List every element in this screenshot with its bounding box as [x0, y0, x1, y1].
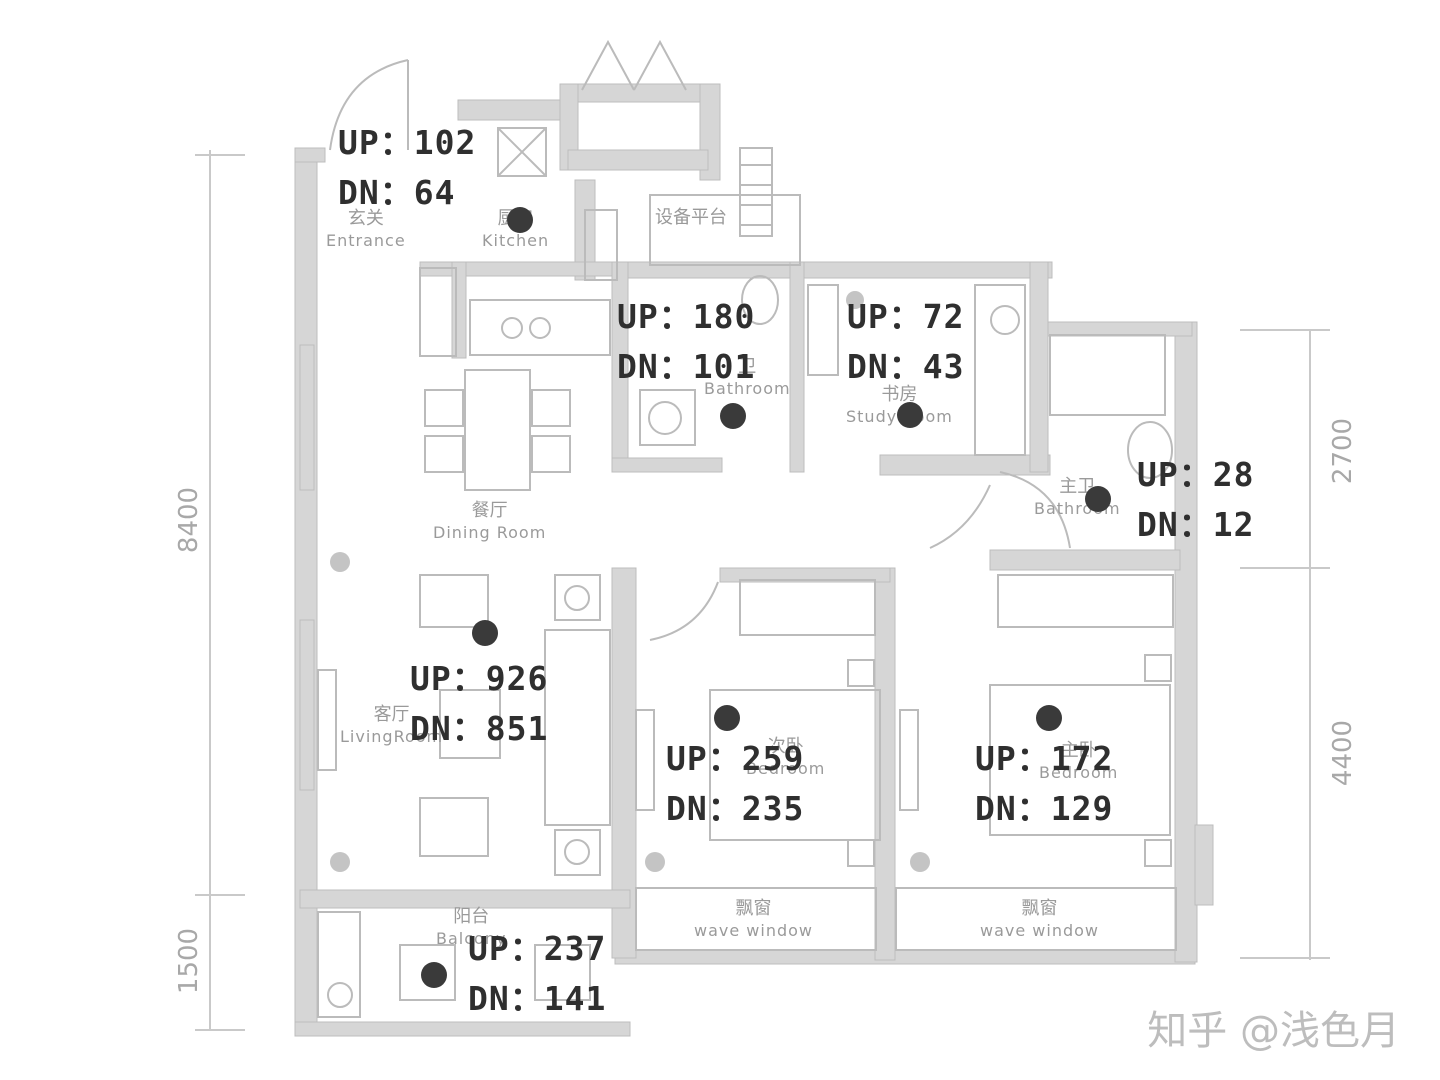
room-cn: 设备平台 [655, 207, 727, 228]
room-label-second-bedroom: 次卧 Bedroom [746, 736, 825, 780]
stat-up: UP：180 [617, 297, 756, 336]
stat-living: UP：926 DN：851 [410, 654, 548, 754]
dimension-left-total: 8400 [174, 486, 205, 554]
stat-up: UP：172 [975, 739, 1114, 778]
room-en: Kitchen [482, 231, 550, 250]
room-cn: 餐厅 [471, 500, 508, 521]
room-cn: 客厅 [373, 704, 410, 725]
stat-up: UP：28 [1137, 455, 1255, 494]
room-label-equipment: 设备平台 [655, 207, 727, 229]
room-en: Bathroom [704, 379, 791, 398]
stat-dn: DN：129 [975, 789, 1114, 828]
room-label-entrance: 玄关 Entrance [326, 208, 406, 252]
marker-dot-second-bedroom [714, 705, 740, 731]
room-label-balcony: 阳台 Balcony [436, 906, 506, 950]
room-cn: 书房 [881, 384, 918, 405]
room-cn: 玄关 [347, 208, 384, 229]
stat-bathroom: UP：180 DN：101 [617, 292, 755, 392]
room-en: Bedroom [1039, 763, 1119, 782]
marker-dot-living [472, 620, 498, 646]
dimension-right-top: 2700 [1328, 417, 1359, 485]
stat-dn: DN：12 [1137, 505, 1255, 544]
room-cn: 次卧 [767, 736, 804, 757]
marker-dot-master-bedroom [1036, 705, 1062, 731]
marker-dot-kitchen [507, 207, 533, 233]
room-en: Dining Room [433, 523, 547, 542]
stat-master-bath: UP：28 DN：12 [1137, 450, 1254, 550]
room-en: LivingRoom [340, 727, 444, 746]
stat-dn: DN：64 [338, 173, 456, 212]
stat-dn: DN：141 [468, 979, 607, 1018]
room-en: Balcony [436, 929, 507, 948]
stat-up: UP：237 [468, 929, 607, 968]
dimension-left-bottom: 1500 [174, 927, 205, 995]
marker-dot-study [897, 402, 923, 428]
room-cn: 卫 [738, 356, 757, 377]
room-cn: 主卧 [1060, 740, 1097, 761]
stat-balcony: UP：237 DN：141 [468, 924, 606, 1024]
dimension-right-bottom: 4400 [1328, 719, 1359, 787]
marker-dot-bathroom [720, 403, 746, 429]
room-label-bathroom: 卫 Bathroom [704, 356, 791, 400]
stat-master-bedroom: UP：172 DN：129 [975, 734, 1113, 834]
room-en: wave window [980, 921, 1099, 940]
room-en: Entrance [326, 231, 406, 250]
stat-dn: DN：101 [617, 347, 756, 386]
room-label-dining: 餐厅 Dining Room [433, 500, 546, 544]
stat-kitchen: UP：102 DN：64 [338, 118, 476, 218]
room-label-living: 客厅 LivingRoom [340, 704, 443, 748]
room-label-bay-window-1: 飘窗 wave window [694, 898, 813, 942]
stat-up: UP：259 [666, 739, 805, 778]
room-label-master-bedroom: 主卧 Bedroom [1039, 740, 1118, 784]
room-en: Bedroom [746, 759, 826, 778]
marker-dot-balcony [421, 962, 447, 988]
room-cn: 飘窗 [1021, 898, 1058, 919]
stat-up: UP：926 [410, 659, 549, 698]
stat-second-bedroom: UP：259 DN：235 [666, 734, 804, 834]
room-cn: 飘窗 [735, 898, 772, 919]
stat-dn: DN：43 [847, 347, 965, 386]
stat-study: UP：72 DN：43 [847, 292, 964, 392]
stat-dn: DN：851 [410, 709, 549, 748]
room-cn: 阳台 [453, 906, 490, 927]
room-en: wave window [694, 921, 813, 940]
stat-dn: DN：235 [666, 789, 805, 828]
room-label-bay-window-2: 飘窗 wave window [980, 898, 1099, 942]
stat-up: UP：72 [847, 297, 965, 336]
watermark: 知乎 @浅色月 [1147, 1008, 1400, 1054]
stat-up: UP：102 [338, 123, 477, 162]
marker-dot-master-bath [1085, 486, 1111, 512]
